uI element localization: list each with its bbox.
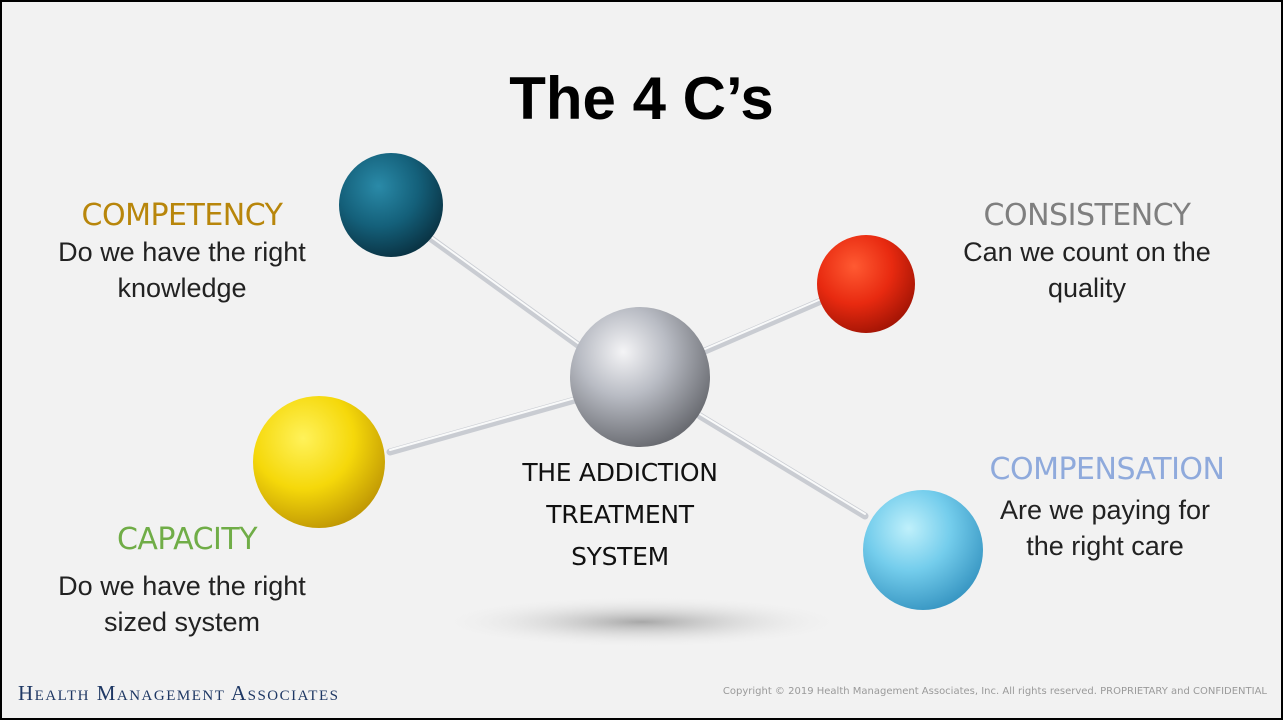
capacity-description: Do we have the right sized system (22, 568, 342, 640)
center-node-label: THE ADDICTION TREATMENT SYSTEM (480, 452, 760, 578)
center-label-line: TREATMENT (546, 500, 694, 529)
compensation-description-line: Are we paying for (999, 495, 1211, 525)
sphere-competency (339, 153, 443, 257)
sphere-capacity (253, 396, 385, 528)
organization-logo-text: Health Management Associates (18, 681, 340, 705)
center-label-line: SYSTEM (571, 542, 669, 571)
capacity-description-line: Do we have the right (58, 571, 306, 601)
consistency-heading: CONSISTENCY (983, 198, 1191, 233)
compensation-description: Are we paying for the right care (960, 492, 1250, 564)
floor-shadow (437, 596, 847, 648)
competency-description-line: Do we have the right (58, 237, 306, 267)
connector-rods (386, 234, 869, 520)
sphere-consistency (817, 235, 915, 333)
slide-title: The 4 C’s (509, 65, 774, 132)
rod-consistency (694, 294, 832, 358)
competency-description-line: knowledge (117, 273, 247, 303)
consistency-description-line: Can we count on the (963, 237, 1211, 267)
rod-compensation (696, 412, 869, 520)
capacity-description-line: sized system (103, 607, 261, 637)
sphere-center (570, 307, 710, 447)
competency-heading: COMPETENCY (81, 198, 283, 233)
rod-capacity (386, 394, 586, 456)
consistency-description-line: quality (1047, 273, 1127, 303)
competency-description: Do we have the right knowledge (22, 234, 342, 306)
rod-competency (426, 234, 586, 352)
consistency-description: Can we count on the quality (927, 234, 1247, 306)
capacity-heading: CAPACITY (116, 522, 258, 557)
sphere-compensation (863, 490, 983, 610)
copyright-notice: Copyright © 2019 Health Management Assoc… (722, 686, 1267, 697)
compensation-description-line: the right care (1026, 531, 1184, 561)
center-label-line: THE ADDICTION (522, 458, 718, 487)
compensation-heading: COMPENSATION (989, 452, 1225, 487)
